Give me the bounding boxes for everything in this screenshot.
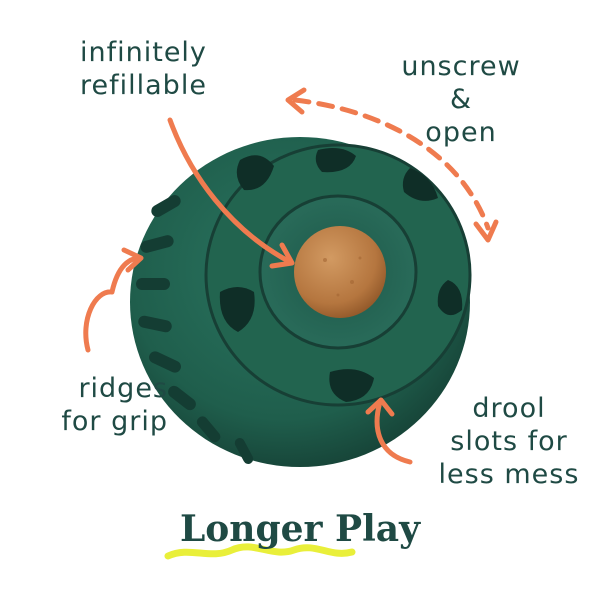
arrow-unscrew	[285, 87, 499, 243]
drool-slots	[219, 148, 463, 402]
callout-drool: drool slots for less mess	[434, 392, 584, 491]
callout-unscrew-line: open	[425, 117, 497, 148]
arrow-ridges	[83, 247, 144, 353]
callout-drool-line: slots for	[450, 426, 568, 457]
callout-refillable-line: infinitely	[80, 37, 207, 68]
callout-refillable-line: refillable	[80, 70, 207, 101]
grip-ridges	[136, 195, 254, 464]
treat-ball	[130, 137, 472, 467]
headline: Longer Play	[179, 508, 421, 550]
callout-drool-line: drool	[472, 393, 546, 424]
callout-ridges-line: for grip	[61, 406, 168, 437]
callout-ridges-line: ridges	[78, 373, 168, 404]
callout-unscrew: unscrew & open	[386, 50, 536, 149]
callout-drool-line: less mess	[438, 459, 580, 490]
treat-kibble	[294, 226, 386, 318]
arrow-drool	[365, 397, 413, 465]
callout-ridges: ridges for grip	[28, 372, 168, 438]
callout-unscrew-line: unscrew &	[401, 51, 521, 115]
headline-underline	[164, 543, 356, 560]
arrow-refillable	[167, 117, 295, 269]
callout-refillable: infinitely refillable	[80, 36, 207, 102]
callout-arrows	[83, 87, 499, 465]
